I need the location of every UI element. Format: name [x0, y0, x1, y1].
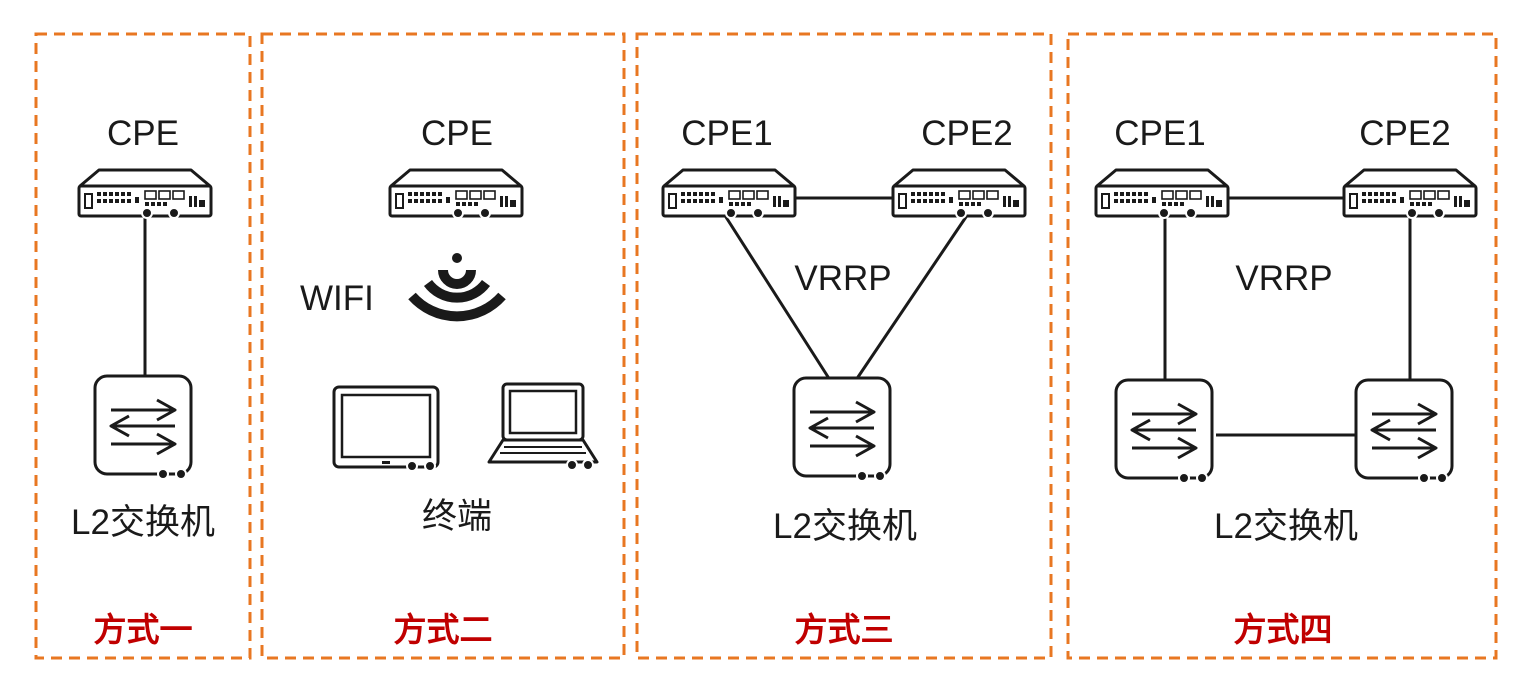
- router-icon: [77, 168, 213, 220]
- panel-2: CPE WIFI 终端 方式二: [260, 32, 626, 660]
- l2-switch-icon: [93, 374, 193, 481]
- link-cpe2-switch: [854, 213, 970, 381]
- wifi-icon: [408, 253, 506, 322]
- laptop-icon: [487, 382, 599, 471]
- switch-label: L2交换机: [1214, 507, 1358, 546]
- panel-caption: 方式四: [1234, 611, 1333, 648]
- panel-1-frame: [34, 32, 252, 660]
- terminal-label: 终端: [422, 497, 492, 536]
- switch-label: L2交换机: [71, 503, 215, 542]
- vrrp-label: VRRP: [794, 259, 891, 298]
- tablet-icon: [332, 385, 440, 472]
- panel-3-frame: [635, 32, 1053, 660]
- switch-label: L2交换机: [773, 507, 917, 546]
- panel-3: CPE1 CPE2 VRRP L2交换机 方式三: [635, 32, 1053, 660]
- panel-caption: 方式一: [94, 611, 193, 648]
- l2-switch-icon: [792, 376, 892, 483]
- l2-switch-icon: [1114, 378, 1214, 485]
- panel-caption: 方式三: [795, 611, 894, 648]
- router-icon: [891, 168, 1027, 220]
- l2-switch-icon: [1354, 378, 1454, 485]
- panel-caption: 方式二: [394, 611, 493, 648]
- router-icon: [1094, 168, 1230, 220]
- panel-4-frame: [1066, 32, 1498, 660]
- router-icon: [1342, 168, 1478, 220]
- cpe2-label: CPE2: [921, 114, 1012, 153]
- link-cpe1-switch: [722, 213, 832, 381]
- panel-4: CPE1 CPE2 VRRP L2交换机 方式四: [1066, 32, 1498, 660]
- router-icon: [661, 168, 797, 220]
- vrrp-label: VRRP: [1235, 259, 1332, 298]
- panel-1: CPE L2交换机 方式一: [34, 32, 252, 660]
- cpe1-label: CPE1: [681, 114, 772, 153]
- cpe2-label: CPE2: [1359, 114, 1450, 153]
- router-icon: [388, 168, 524, 220]
- panel-2-frame: [260, 32, 626, 660]
- cpe-label: CPE: [107, 114, 179, 153]
- cpe-label: CPE: [421, 114, 493, 153]
- cpe1-label: CPE1: [1114, 114, 1205, 153]
- wifi-label: WIFI: [300, 279, 374, 318]
